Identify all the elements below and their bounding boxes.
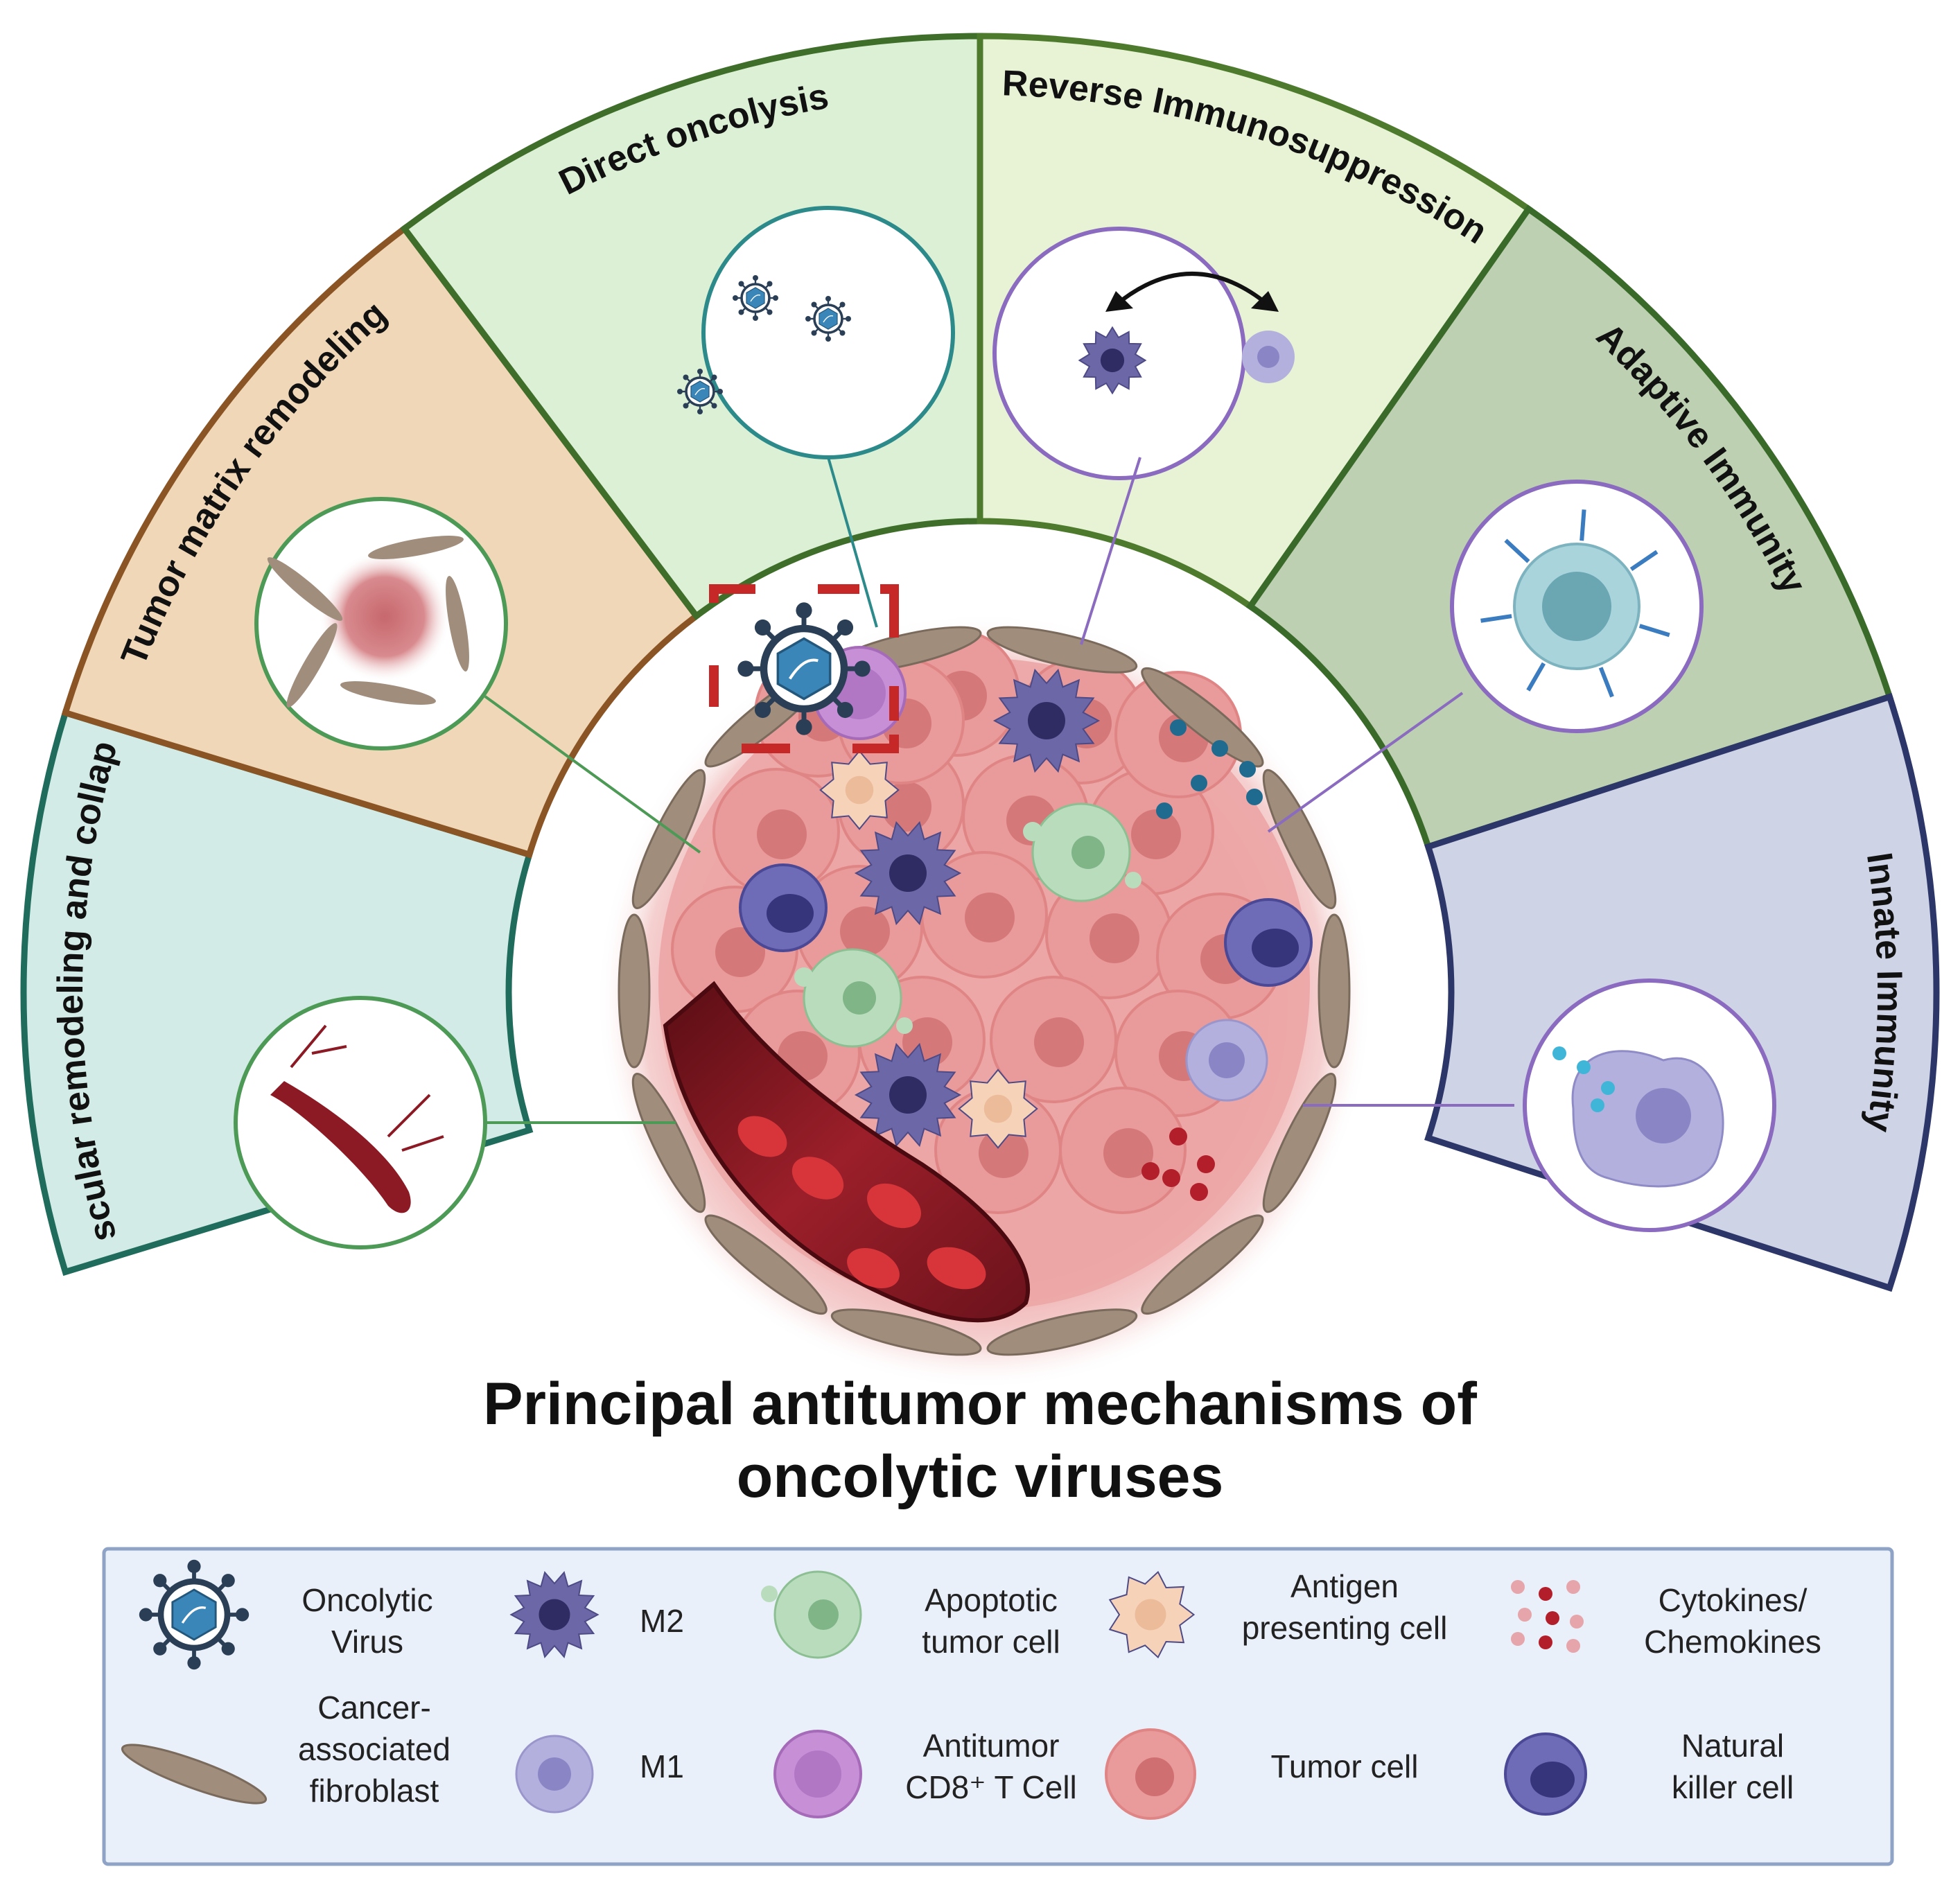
tumor-cell <box>1045 872 1173 999</box>
blood-vessel <box>663 981 1031 1323</box>
inset-matrix <box>254 497 508 751</box>
antigen-presenting-cell <box>819 750 900 830</box>
legend-icon-antigen-presenting-cell <box>1108 1570 1196 1659</box>
fibroblast <box>986 1308 1138 1356</box>
chemokine-dot <box>1170 719 1187 736</box>
cytokine-dot <box>1190 1183 1208 1201</box>
diagram-title-line2: oncolytic viruses <box>737 1443 1224 1510</box>
tumor-cell <box>712 768 840 895</box>
fibroblast <box>1141 667 1264 768</box>
diagram-title-line1: Principal antitumor mechanisms of <box>483 1371 1477 1437</box>
inset-oncolysis <box>677 206 955 459</box>
fibroblast <box>704 1214 828 1315</box>
inset-innate <box>1523 978 1776 1232</box>
fibroblast <box>830 1308 982 1356</box>
m2-macrophage <box>854 1042 962 1148</box>
legend-virus <box>139 1559 250 1670</box>
inset-vascular <box>234 996 487 1249</box>
chemokine-dot <box>1246 789 1263 805</box>
m2-macrophage <box>992 668 1101 773</box>
fibroblast <box>1262 769 1337 909</box>
fibroblast <box>1262 1073 1337 1213</box>
legend-icon-m2 <box>509 1571 600 1658</box>
cytokine-dot <box>1141 1162 1160 1180</box>
legend-icon-cd8-t-cell <box>773 1730 862 1818</box>
legend-icon-caf <box>121 1744 268 1805</box>
virus-small <box>733 275 778 321</box>
legend-icon-nk-cell <box>1504 1732 1587 1816</box>
tumor-mass <box>596 584 1372 1389</box>
chemokine-dot <box>1239 761 1256 778</box>
chemokine-dot <box>1156 802 1173 819</box>
m1-macrophage <box>1185 1019 1268 1102</box>
legend-label-cytokines: Cytokines/Chemokines <box>1644 1582 1821 1660</box>
nk-cell <box>739 863 828 952</box>
tumor-cell <box>920 851 1048 978</box>
inset-circles <box>234 206 1776 1249</box>
segment-oncolysis <box>400 33 983 621</box>
fibroblast <box>1141 1214 1264 1315</box>
virus-small <box>805 296 851 342</box>
virus-highlight-box <box>709 584 899 753</box>
legend-label-tumor-cell: Tumor cell <box>1271 1748 1419 1784</box>
cytokine-dot <box>1197 1155 1215 1173</box>
inset-adaptive <box>1450 480 1704 733</box>
legend-icon-apoptotic-tumor-cell <box>761 1570 862 1659</box>
tumor-cell <box>990 976 1117 1103</box>
fibroblast <box>631 1073 706 1213</box>
legend-icon-m1 <box>515 1735 594 1814</box>
cytokine-dot <box>1162 1169 1180 1187</box>
legend-label-m2: M2 <box>640 1603 684 1639</box>
legend-icon-tumor-cell <box>1105 1728 1196 1820</box>
legend-label-m1: M1 <box>640 1748 684 1784</box>
legend-icons <box>121 1559 1587 1820</box>
fibroblast <box>986 626 1138 674</box>
nk-cell <box>1224 898 1313 987</box>
antigen-presenting-cell <box>958 1069 1038 1149</box>
legend-icon-cytokines <box>1511 1580 1584 1653</box>
oncolytic-virus-in-tumor <box>737 602 870 735</box>
m2-macrophage <box>854 820 962 926</box>
chemokine-dot <box>1191 775 1207 791</box>
connector-lines <box>484 457 1514 1124</box>
inset-immunosuppression <box>992 227 1295 480</box>
chemokine-dot <box>1211 740 1228 757</box>
oncolytic-virus <box>737 602 870 735</box>
immune-cells <box>739 646 1313 1201</box>
apoptotic-tumor-cell <box>794 948 913 1048</box>
virus-small <box>677 369 723 414</box>
cytokine-dot <box>1169 1127 1187 1146</box>
fibroblast <box>631 769 706 909</box>
fibroblast <box>1318 913 1351 1069</box>
fibroblast <box>618 913 651 1069</box>
tumor-cell <box>1059 1087 1187 1214</box>
legend-icon-oncolytic-virus <box>139 1559 250 1670</box>
apoptotic-tumor-cell <box>1023 802 1141 902</box>
tumor-cell <box>934 1087 1062 1214</box>
